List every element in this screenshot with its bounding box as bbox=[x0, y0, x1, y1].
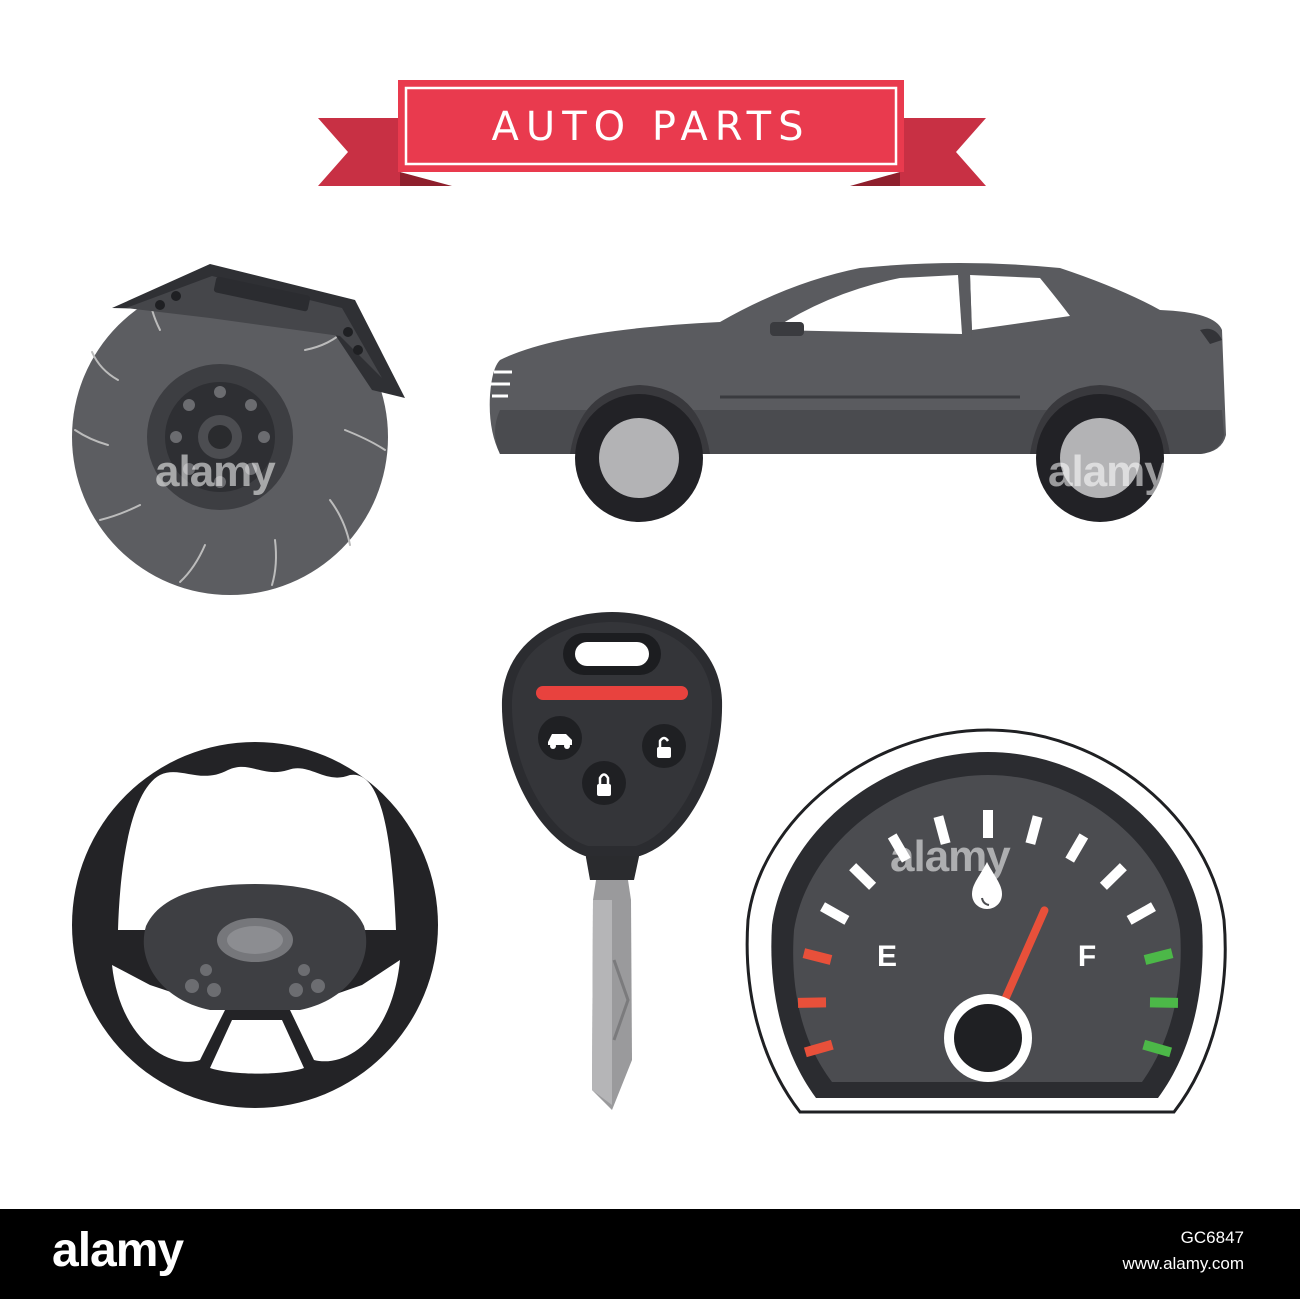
banner-title: AUTO PARTS bbox=[492, 104, 811, 150]
gauge-tick bbox=[933, 815, 951, 845]
footer-site: www.alamy.com bbox=[1122, 1254, 1244, 1273]
gauge-tick bbox=[849, 863, 877, 890]
footer-info: GC6847 www.alamy.com bbox=[1122, 1225, 1244, 1277]
footer-logo: alamy bbox=[52, 1224, 184, 1277]
gauge-empty-label: E bbox=[877, 940, 897, 973]
watermark-text: alamy bbox=[155, 447, 276, 496]
gauge-tick bbox=[1065, 833, 1089, 863]
car-icon bbox=[489, 263, 1226, 522]
gauge-full-label: F bbox=[1078, 940, 1096, 973]
auto-parts-banner: AUTO PARTS bbox=[318, 80, 986, 186]
fuel-gauge-icon: E F bbox=[745, 728, 1227, 1114]
gauge-tick bbox=[802, 948, 833, 965]
car-key-icon bbox=[501, 612, 723, 1110]
gauge-tick bbox=[1126, 902, 1156, 925]
gauge-tick bbox=[820, 902, 850, 925]
footer-image-id: GC6847 bbox=[1180, 1228, 1244, 1247]
brake-disc-icon bbox=[72, 264, 405, 595]
gauge-tick bbox=[1099, 863, 1127, 890]
gauge-tick bbox=[1025, 815, 1043, 845]
fuel-drop-icon bbox=[972, 862, 1002, 909]
watermark-text: alamy bbox=[1048, 447, 1169, 496]
gauge-tick bbox=[803, 1039, 834, 1058]
gauge-tick bbox=[887, 833, 911, 863]
gauge-tick bbox=[1143, 948, 1174, 965]
footer-bar: alamy GC6847 www.alamy.com bbox=[0, 1209, 1300, 1299]
steering-wheel-icon bbox=[72, 742, 438, 1108]
watermark-text: alamy bbox=[890, 832, 1011, 881]
gauge-tick-marks bbox=[797, 810, 1179, 1058]
gauge-tick bbox=[1142, 1039, 1173, 1058]
